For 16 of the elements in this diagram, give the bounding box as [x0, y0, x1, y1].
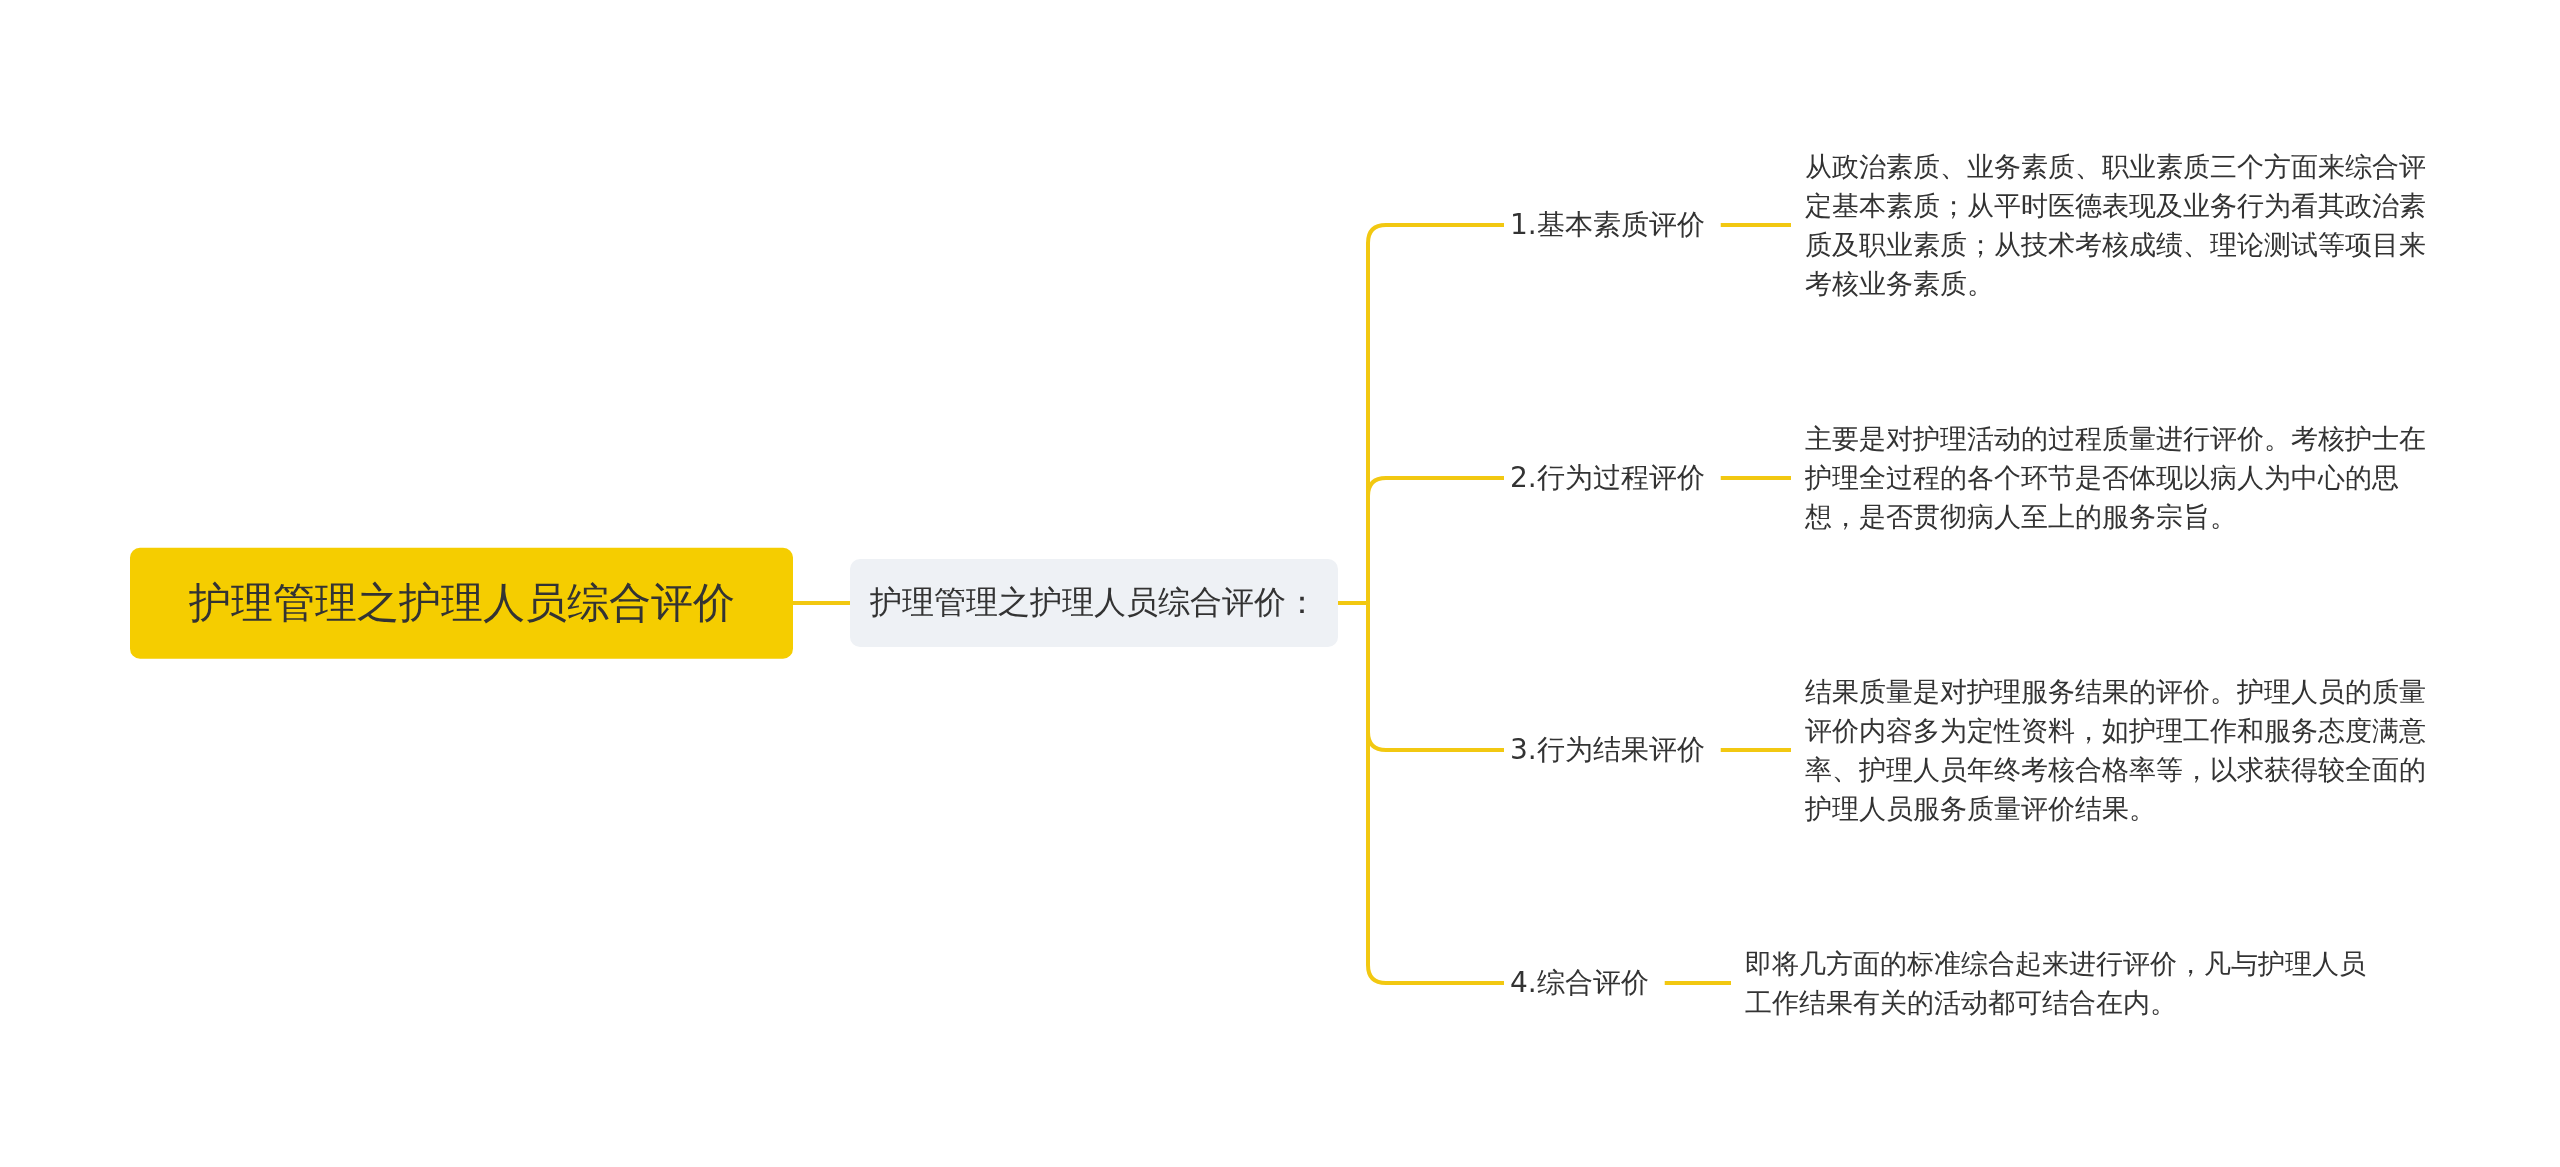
connector-line	[1720, 476, 1791, 480]
detail-text: 结果质量是对护理服务结果的评价。护理人员的质量评价内容多为定性资料，如护理工作和服务态度满意率、护理人员年终考核合格率等，以求获得较全面的护理人员服务质量评价结果。	[1805, 671, 2445, 829]
branch-label: 1.基本素质评价	[1504, 202, 1711, 248]
connector-line	[1338, 601, 1504, 985]
detail-text: 主要是对护理活动的过程质量进行评价。考核护士在护理全过程的各个环节是否体现以病人为中心的思想，是否贯彻病人至上的服务宗旨。	[1805, 419, 2445, 537]
connector-line	[1720, 748, 1791, 752]
branch-label: 3.行为结果评价	[1504, 727, 1711, 773]
topic-box: 护理管理之护理人员综合评价：	[850, 559, 1338, 647]
detail-text: 从政治素质、业务素质、职业素质三个方面来综合评定基本素质；从平时医德表现及业务行为看其政治素质及职业素质；从技术考核成绩、理论测试等项目来考核业务素质。	[1805, 146, 2445, 304]
connector-line	[1720, 223, 1791, 227]
detail-text: 即将几方面的标准综合起来进行评价，凡与护理人员工作结果有关的活动都可结合在内。	[1745, 943, 2385, 1023]
connector-line	[1664, 981, 1731, 985]
root-topic-box: 护理管理之护理人员综合评价	[130, 547, 793, 659]
branch-label: 2.行为过程评价	[1504, 455, 1711, 501]
connector-line	[793, 601, 850, 605]
branch-label: 4.综合评价	[1504, 960, 1655, 1006]
